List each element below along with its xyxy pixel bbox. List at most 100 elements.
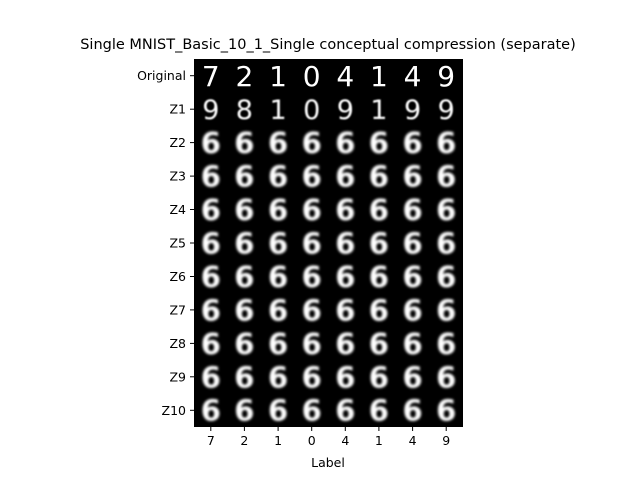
digit-cell-r9-c6: 6 (403, 360, 423, 394)
digit-cell-r9-c5: 6 (369, 360, 389, 394)
digit-cell-r2-c2: 6 (268, 126, 288, 160)
digit-cell-r8-c5: 6 (369, 327, 389, 361)
digit-cell-r4-c1: 6 (234, 193, 254, 227)
digit-cell-r5-c5: 6 (369, 226, 389, 260)
digit-cell-r0-c2: 1 (269, 60, 287, 93)
digit-cell-r8-c6: 6 (403, 327, 423, 361)
digit-cell-r5-c6: 6 (403, 226, 423, 260)
digit-cell-r6-c5: 6 (369, 260, 389, 294)
digit-cell-r10-c3: 6 (302, 394, 322, 428)
digit-cell-r1-c6: 9 (404, 95, 421, 126)
row-label-2: Z2 (169, 135, 186, 150)
digit-cell-r1-c4: 9 (337, 95, 354, 126)
digit-cell-r0-c1: 2 (235, 60, 253, 93)
digit-cell-r9-c0: 6 (201, 360, 221, 394)
digit-cell-r7-c2: 6 (268, 293, 288, 327)
row-label-8: Z8 (169, 336, 186, 351)
digit-cell-r8-c4: 6 (335, 327, 355, 361)
digit-cell-r8-c7: 6 (436, 327, 456, 361)
column-label-6: 4 (409, 433, 417, 448)
digit-cell-r4-c6: 6 (403, 193, 423, 227)
digit-cell-r0-c5: 1 (370, 60, 388, 93)
digit-cell-r6-c3: 6 (302, 260, 322, 294)
digit-cell-r10-c7: 6 (436, 394, 456, 428)
digit-cell-r0-c3: 0 (303, 60, 321, 93)
digit-cell-r2-c4: 6 (335, 126, 355, 160)
x-axis-label: Label (311, 455, 345, 470)
digit-cell-r2-c7: 6 (436, 126, 456, 160)
digit-cell-r2-c6: 6 (403, 126, 423, 160)
digit-cell-r4-c4: 6 (335, 193, 355, 227)
digit-cell-r2-c5: 6 (369, 126, 389, 160)
column-label-2: 1 (274, 433, 282, 448)
digit-cell-r7-c1: 6 (234, 293, 254, 327)
digit-cell-r10-c0: 6 (201, 394, 221, 428)
digit-cell-r3-c4: 6 (335, 160, 355, 194)
digit-cell-r5-c4: 6 (335, 226, 355, 260)
digit-cell-r4-c7: 6 (436, 193, 456, 227)
row-label-0: Original (137, 68, 186, 83)
column-label-1: 2 (240, 433, 248, 448)
digit-cell-r9-c4: 6 (335, 360, 355, 394)
figure-title: Single MNIST_Basic_10_1_Single conceptua… (80, 37, 576, 53)
image-grid-panel (194, 59, 463, 427)
digit-cell-r1-c1: 8 (236, 95, 253, 126)
column-label-5: 1 (375, 433, 383, 448)
digit-cell-r0-c6: 4 (404, 60, 422, 93)
digit-cell-r6-c4: 6 (335, 260, 355, 294)
digit-cell-r2-c3: 6 (302, 126, 322, 160)
digit-cell-r5-c0: 6 (201, 226, 221, 260)
row-label-7: Z7 (169, 302, 186, 317)
digit-cell-r9-c7: 6 (436, 360, 456, 394)
digit-cell-r1-c2: 1 (270, 95, 287, 126)
digit-cell-r3-c1: 6 (234, 160, 254, 194)
digit-cell-r8-c1: 6 (234, 327, 254, 361)
digit-cell-r5-c2: 6 (268, 226, 288, 260)
digit-cell-r8-c0: 6 (201, 327, 221, 361)
digit-cell-r7-c5: 6 (369, 293, 389, 327)
digit-cell-r3-c5: 6 (369, 160, 389, 194)
digit-cell-r1-c0: 9 (202, 95, 219, 126)
digit-cell-r4-c5: 6 (369, 193, 389, 227)
row-label-4: Z4 (169, 202, 186, 217)
digit-cell-r5-c7: 6 (436, 226, 456, 260)
digit-cell-r5-c1: 6 (234, 226, 254, 260)
digit-cell-r10-c2: 6 (268, 394, 288, 428)
digit-cell-r0-c0: 7 (202, 60, 220, 93)
column-tick-marks (210, 427, 447, 431)
digit-cell-r7-c7: 6 (436, 293, 456, 327)
digit-cell-r10-c1: 6 (234, 394, 254, 428)
digit-cell-r3-c6: 6 (403, 160, 423, 194)
column-label-3: 0 (308, 433, 316, 448)
digit-cell-r6-c1: 6 (234, 260, 254, 294)
digit-cell-r3-c3: 6 (302, 160, 322, 194)
digit-cell-r9-c3: 6 (302, 360, 322, 394)
digit-cell-r0-c7: 9 (437, 60, 455, 93)
digit-cell-r10-c4: 6 (335, 394, 355, 428)
row-label-9: Z9 (169, 369, 186, 384)
digit-cell-r5-c3: 6 (302, 226, 322, 260)
column-label-4: 4 (341, 433, 349, 448)
digit-cell-r2-c0: 6 (201, 126, 221, 160)
digit-cell-r4-c0: 6 (201, 193, 221, 227)
column-label-0: 7 (207, 433, 215, 448)
digit-cell-r6-c0: 6 (201, 260, 221, 294)
row-label-5: Z5 (169, 236, 186, 251)
digit-cell-r2-c1: 6 (234, 126, 254, 160)
digit-cell-r6-c2: 6 (268, 260, 288, 294)
digit-cell-r0-c4: 4 (336, 60, 354, 93)
row-label-3: Z3 (169, 169, 186, 184)
digit-cell-r3-c7: 6 (436, 160, 456, 194)
digit-cell-r10-c5: 6 (369, 394, 389, 428)
digit-cell-r6-c6: 6 (403, 260, 423, 294)
digit-cell-r7-c6: 6 (403, 293, 423, 327)
digit-cell-r4-c2: 6 (268, 193, 288, 227)
digit-cell-r4-c3: 6 (302, 193, 322, 227)
row-label-6: Z6 (169, 269, 186, 284)
row-tick-marks (190, 75, 194, 411)
row-label-10: Z10 (162, 403, 187, 418)
